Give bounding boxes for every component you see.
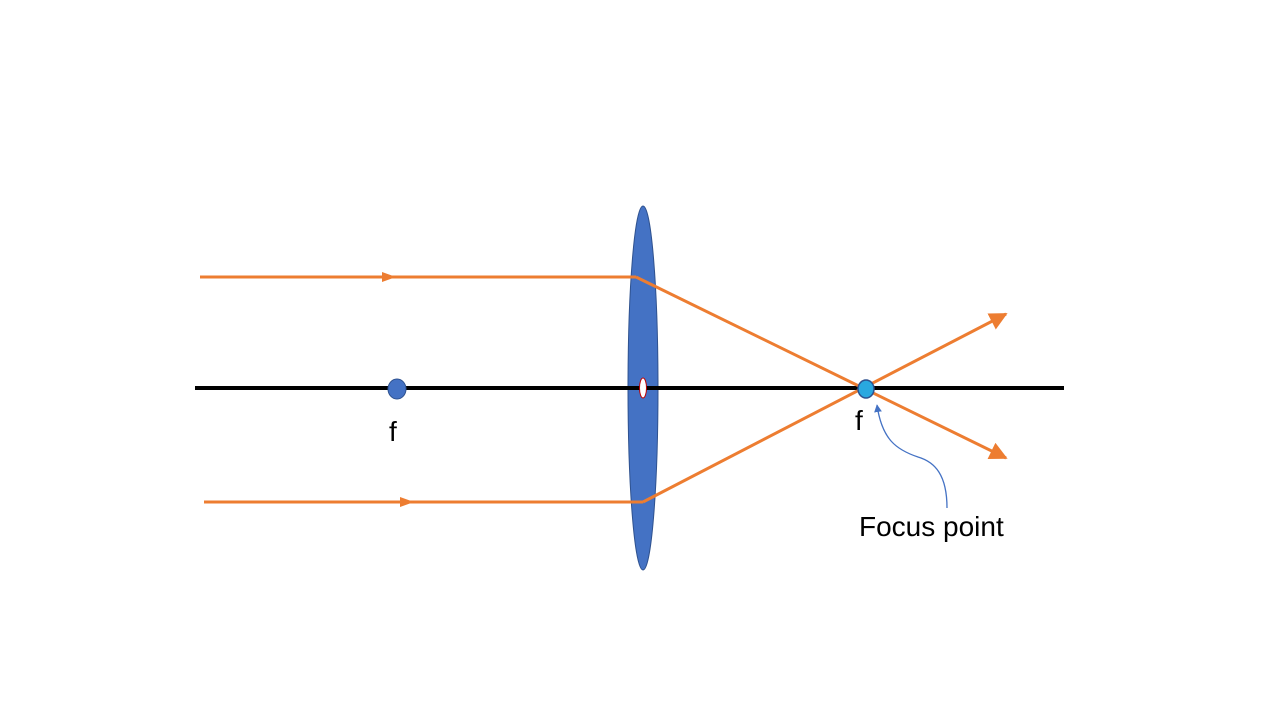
focal-label-left: f — [389, 416, 397, 447]
refracted-ray-bottom — [642, 312, 1008, 504]
refracted-ray-top — [635, 275, 1008, 460]
incident-ray-top-arrowhead — [382, 272, 396, 282]
annotation-arrow — [874, 404, 948, 509]
annotation-label: Focus point — [859, 511, 1004, 542]
focal-point-left — [387, 378, 407, 400]
focal-label-right: f — [855, 405, 863, 436]
focal-point-right — [857, 379, 875, 399]
incident-ray-bottom-arrowhead — [400, 497, 414, 507]
lens-optical-center — [639, 377, 647, 399]
